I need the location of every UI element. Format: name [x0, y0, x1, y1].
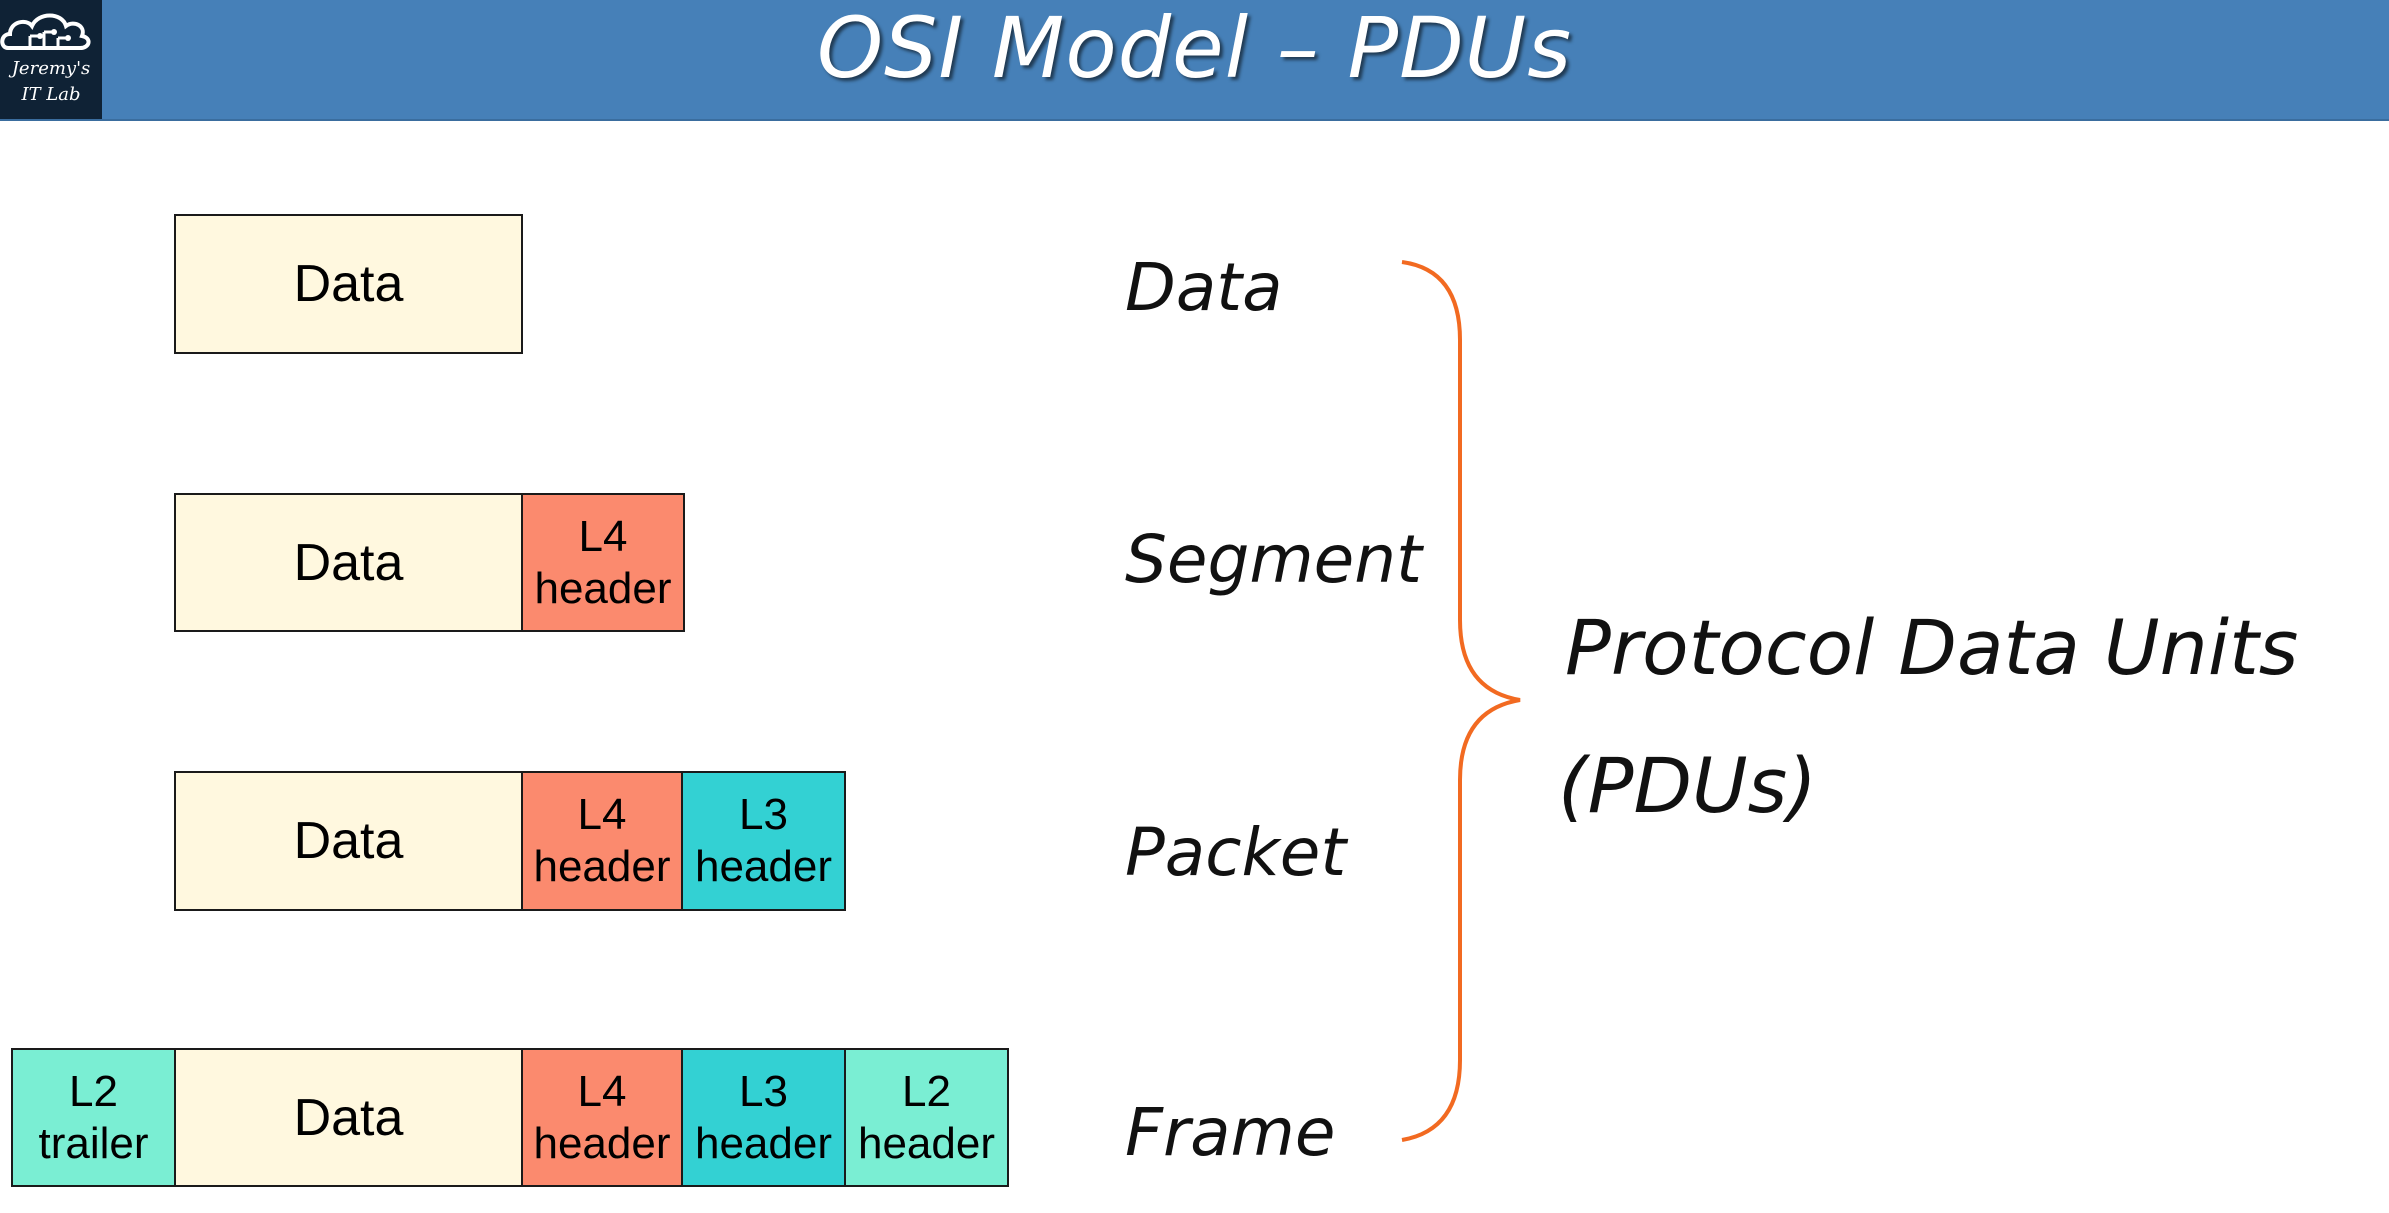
- title-bar: Jeremy's IT Lab OSI Model – PDUs: [0, 0, 2389, 121]
- cloud-circuit-icon: [0, 13, 91, 50]
- pdu-title-line2: (PDUs): [1558, 741, 1817, 830]
- logo: Jeremy's IT Lab: [0, 0, 102, 119]
- pdu-name-packet: Packet: [1125, 814, 1347, 891]
- l3-header-block: L3 header: [681, 1048, 846, 1187]
- data-block: Data: [174, 771, 523, 911]
- pdu-name-segment: Segment: [1125, 521, 1422, 598]
- pdu-name-data: Data: [1125, 249, 1283, 326]
- logo-text-line1: Jeremy's: [11, 58, 91, 79]
- data-block: Data: [174, 493, 523, 632]
- l4-header-block: L4 header: [521, 493, 685, 632]
- data-block: Data: [174, 214, 523, 354]
- logo-text-line2: IT Lab: [21, 84, 81, 105]
- pdu-title-line1: Protocol Data Units: [1565, 603, 2299, 692]
- l2-header-block: L2 header: [844, 1048, 1009, 1187]
- l2-trailer-block: L2 trailer: [11, 1048, 176, 1187]
- slide-title: OSI Model – PDUs: [816, 0, 1573, 97]
- l3-header-block: L3 header: [681, 771, 846, 911]
- l4-header-block: L4 header: [521, 771, 683, 911]
- pdu-name-frame: Frame: [1125, 1094, 1336, 1171]
